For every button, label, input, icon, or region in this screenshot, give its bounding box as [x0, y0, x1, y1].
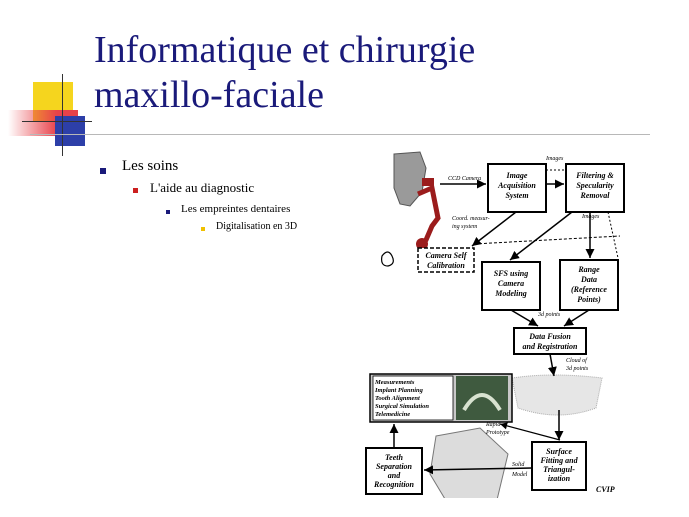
camera-illustration — [422, 178, 434, 186]
deco-vertical-line — [62, 74, 63, 156]
bullet-marker-l2 — [133, 188, 138, 193]
bullet-l4-text: Digitalisation en 3D — [216, 221, 298, 232]
bullet-marker-l3 — [166, 210, 170, 214]
svg-text:Coord. measur-ing system: Coord. measur-ing system — [452, 216, 490, 230]
svg-text:CCD Camera: CCD Camera — [448, 176, 481, 182]
box-image-acquisition — [487, 163, 547, 213]
slide-title-line1: Informatique et chirurgie — [94, 29, 476, 71]
deco-horizontal-line — [22, 121, 92, 122]
dental-model-photo — [456, 376, 508, 420]
head-scan-illustration — [393, 151, 427, 207]
svg-text:CVIP: CVIP — [596, 485, 615, 494]
teeth-3d-model-image — [429, 427, 509, 498]
camera-arm-illustration — [417, 184, 441, 247]
box-camera-calibration — [417, 247, 475, 273]
bullet-marker-l1 — [100, 168, 106, 174]
camera-base-illustration — [416, 238, 428, 250]
svg-text:3d points: 3d points — [537, 312, 561, 318]
bullet-l3-text: Les empreintes dentaires — [181, 203, 291, 215]
slide-title-line2: maxillo-faciale — [94, 74, 324, 116]
title-underline — [30, 134, 650, 135]
svg-text:Images: Images — [545, 156, 564, 162]
bullet-l1-text: Les soins — [122, 158, 179, 174]
point-cloud-image — [511, 374, 603, 416]
applications-text-panel — [372, 375, 454, 421]
bullet-marker-l4 — [201, 227, 205, 231]
box-teeth-separation — [365, 447, 423, 495]
box-filtering — [565, 163, 625, 213]
box-range-data — [559, 259, 619, 311]
hand-icon — [381, 251, 394, 267]
slide-title: Informatique et chirurgie maxillo-facial… — [94, 28, 664, 118]
box-surface-fitting — [531, 441, 587, 491]
bullet-l2-text: L'aide au diagnostic — [150, 180, 255, 195]
